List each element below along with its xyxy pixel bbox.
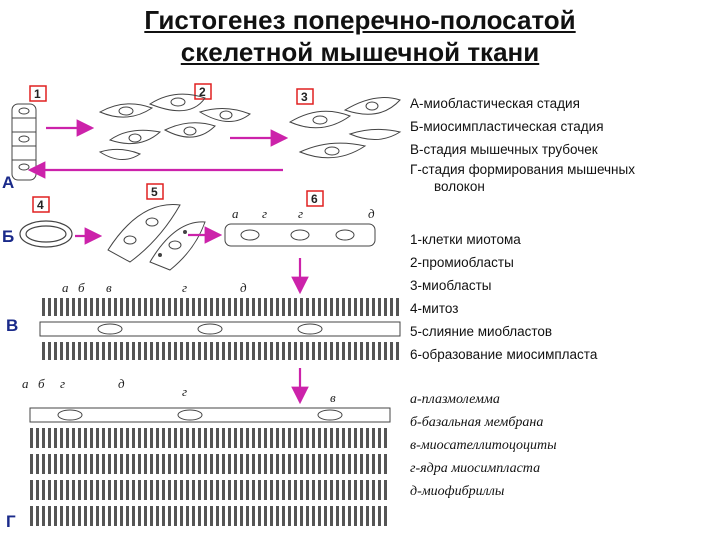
svg-text:д: д	[240, 280, 247, 295]
mitosis-cell-drawing	[19, 220, 73, 248]
svg-text:а: а	[232, 206, 239, 221]
number-box-3: 3	[296, 88, 314, 105]
title-line-2: скелетной мышечной ткани	[180, 37, 540, 67]
svg-text:1: 1	[34, 87, 41, 101]
svg-text:а: а	[22, 376, 29, 391]
legend-number-5: 5-слияние миобластов	[410, 324, 553, 339]
svg-text:г: г	[182, 384, 187, 399]
svg-text:д: д	[118, 376, 125, 391]
legend-stage-b: Б-миосимпластическая стадия	[410, 119, 604, 134]
stage-letter-a: А	[2, 173, 14, 192]
svg-text:в: в	[330, 390, 336, 405]
number-box-5: 5	[146, 183, 164, 200]
legend-number-4: 4-митоз	[410, 301, 459, 316]
stage-letter-g: Г	[6, 512, 16, 531]
title-line-1: Гистогенез поперечно-полосатой	[144, 5, 576, 35]
myotome-cells-drawing	[11, 103, 37, 181]
number-box-2: 2	[194, 83, 212, 100]
legend-letter-b: б-базальная мембрана	[410, 415, 544, 430]
svg-text:4: 4	[37, 198, 44, 212]
myoblast-cells-drawing	[288, 97, 402, 159]
legend-letter-g: г-ядра миосимпласта	[410, 461, 541, 476]
svg-text:5: 5	[151, 185, 158, 199]
legend-stage-a: А-миобластическая стадия	[410, 96, 580, 111]
svg-text:б: б	[78, 280, 85, 295]
svg-text:г: г	[60, 376, 65, 391]
svg-text:а: а	[62, 280, 69, 295]
number-box-1: 1	[29, 85, 47, 102]
number-box-4: 4	[32, 196, 50, 213]
legend-letter-d: д-миофибриллы	[410, 484, 505, 499]
figure-letter-labels: а г г д а б в г д а б г д г в	[22, 206, 375, 405]
fusing-myoblasts-drawing	[107, 204, 206, 271]
stage-letter-b: Б	[2, 227, 14, 246]
svg-text:г: г	[298, 206, 303, 221]
stage-letter-v: В	[6, 316, 18, 335]
legend-number-3: 3-миобласты	[410, 278, 492, 293]
svg-text:2: 2	[199, 85, 206, 99]
legend-number-2: 2-промиобласты	[410, 255, 514, 270]
muscle-fibres-drawing	[29, 407, 391, 526]
legend-stage-v: В-стадия мышечных трубочек	[410, 142, 598, 157]
legend-stages: А-миобластическая стадия Б-миосимпластич…	[410, 92, 635, 195]
legend-numbers: 1-клетки миотома 2-промиобласты 3-миобла…	[410, 228, 597, 366]
legend-letters: а-плазмолемма б-базальная мембрана в-мио…	[410, 388, 557, 503]
legend-letter-a: а-плазмолемма	[410, 392, 500, 407]
svg-text:б: б	[38, 376, 45, 391]
number-box-6: 6	[306, 190, 324, 207]
svg-text:д: д	[368, 206, 375, 221]
myotubes-drawing	[39, 298, 401, 360]
promyoblast-cells-drawing	[98, 93, 251, 160]
svg-text:г: г	[262, 206, 267, 221]
svg-text:в: в	[106, 280, 112, 295]
svg-text:3: 3	[301, 90, 308, 104]
legend-letter-v: в-миосателлитоцоциты	[410, 438, 557, 453]
myosymplast-drawing	[224, 223, 376, 247]
legend-number-6: 6-образование миосимпласта	[410, 347, 598, 362]
process-arrows	[27, 119, 309, 405]
svg-text:6: 6	[311, 192, 318, 206]
svg-text:г: г	[182, 280, 187, 295]
legend-number-1: 1-клетки миотома	[410, 232, 521, 247]
